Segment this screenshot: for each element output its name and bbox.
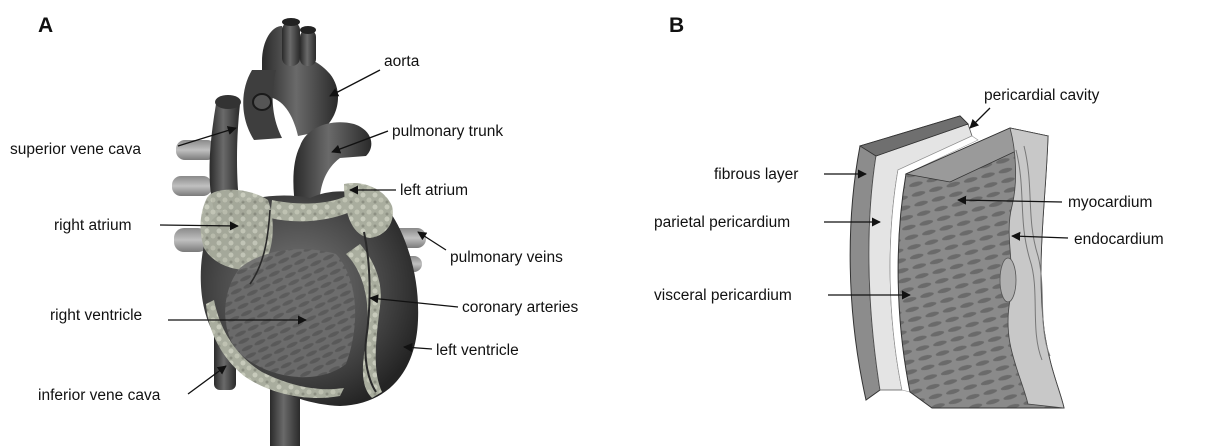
label-pulmonary-trunk: pulmonary trunk xyxy=(392,123,503,140)
label-inferior-vena-cava: inferior vene cava xyxy=(38,387,161,404)
label-left-ventricle: left ventricle xyxy=(436,342,519,359)
pericardium-illustration xyxy=(850,116,1064,408)
arrow-pericardial-cavity xyxy=(970,108,990,128)
label-coronary-arteries: coronary arteries xyxy=(462,299,579,316)
label-right-atrium: right atrium xyxy=(54,217,132,234)
label-myocardium: myocardium xyxy=(1068,194,1152,211)
label-parietal-pericardium: parietal pericardium xyxy=(654,214,790,231)
arrow-aorta xyxy=(330,70,380,96)
label-pulmonary-veins: pulmonary veins xyxy=(450,249,563,266)
label-aorta: aorta xyxy=(384,53,420,70)
label-pericardial-cavity: pericardial cavity xyxy=(984,87,1100,104)
label-endocardium: endocardium xyxy=(1074,231,1164,248)
panel-letter-a: A xyxy=(38,14,53,37)
label-right-ventricle: right ventricle xyxy=(50,307,142,324)
label-fibrous-layer: fibrous layer xyxy=(714,166,798,183)
panel-letter-b: B xyxy=(669,14,684,37)
label-superior-vena-cava: superior vene cava xyxy=(10,141,141,158)
label-visceral-pericardium: visceral pericardium xyxy=(654,287,792,304)
heart-illustration xyxy=(172,18,426,446)
label-left-atrium: left atrium xyxy=(400,182,468,199)
